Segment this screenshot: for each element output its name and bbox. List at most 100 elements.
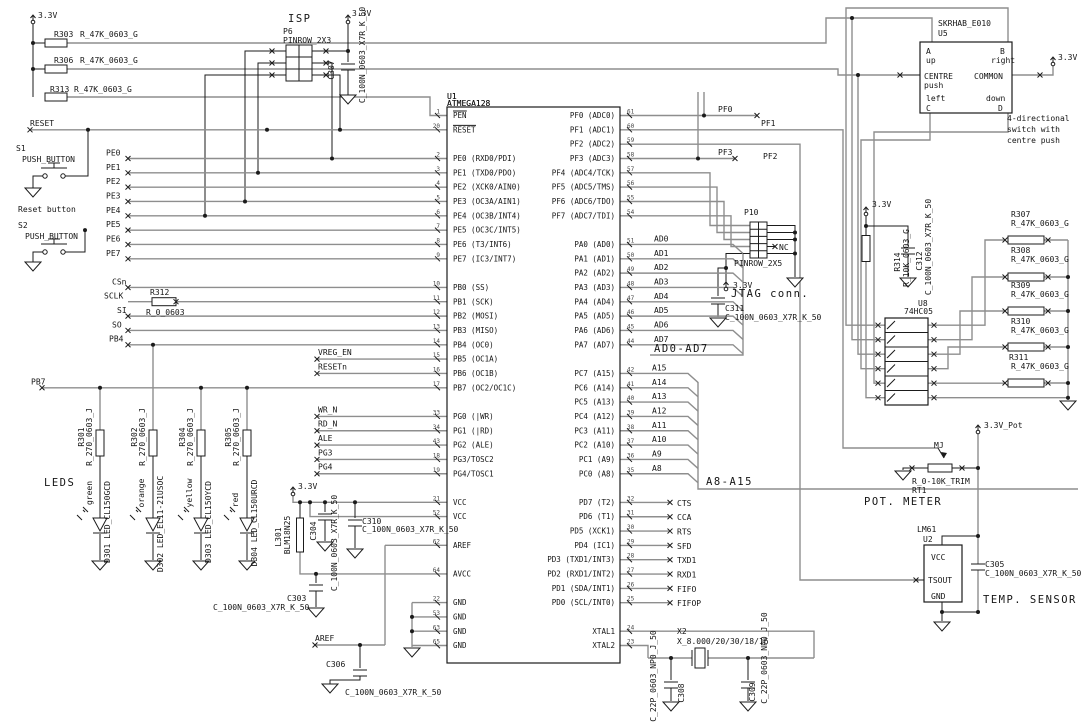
section-title: LEDS (44, 477, 75, 489)
net-label: 3.3V (1058, 53, 1077, 62)
pin-tick (434, 284, 441, 291)
net-label: PINROW_2X3 (283, 36, 331, 45)
ic-pin-name: PC4 (A12) (574, 412, 615, 421)
wire (67, 17, 933, 44)
wire (63, 129, 89, 177)
junction-dot (702, 113, 706, 118)
pin-end-mark (125, 341, 131, 348)
net-label: PF0 (718, 105, 733, 114)
ic-part: ATMEGA128 (447, 99, 491, 108)
gnd-symbol (708, 317, 728, 328)
net-label: R_47K_0603_G (80, 30, 138, 39)
ic-pin-name: PG2 (ALE) (453, 441, 494, 450)
net-label: SO (112, 320, 122, 329)
wire (620, 215, 750, 248)
net-label: SKRHAB_E010 (938, 19, 991, 28)
junction-dot (1066, 381, 1070, 385)
pin-number: 63 (433, 624, 441, 631)
pin-end-mark (323, 60, 329, 66)
ic-pin-name: PE6 (T3/INT6) (453, 240, 512, 249)
pin-end-mark (125, 169, 131, 176)
ic-pin-name: PD1 (SDA/INT1) (552, 584, 615, 593)
pin-number: 30 (627, 524, 635, 531)
pin-number: 47 (627, 295, 635, 302)
junction-dot (940, 610, 944, 614)
temp-sensor-box (923, 544, 963, 603)
pin-end-mark (269, 72, 275, 78)
net-label: GND (931, 592, 946, 601)
junction-dot (83, 228, 87, 233)
junction-dot (793, 237, 797, 242)
ic-pin-name: PE2 (XCK0/AIN0) (453, 183, 521, 192)
wire (620, 644, 649, 658)
component-value: yellow (185, 478, 194, 507)
junction-dot (793, 230, 797, 235)
pin-number: 49 (627, 266, 635, 273)
net-label: P10 (744, 208, 759, 217)
net-label: C310 (362, 517, 381, 526)
component-value: R_10K_0603_G (902, 229, 911, 287)
ic-pin-name: PE1 (TXD0/PDO) (453, 168, 516, 177)
pin-tick (626, 427, 633, 434)
net-label: R_47K_0603_G (1011, 362, 1069, 371)
component-value: D304 LED_CL150URCD (250, 479, 259, 566)
junction-dot (358, 643, 362, 647)
junction-dot (314, 571, 318, 576)
wire (851, 18, 885, 341)
pin-end-mark (39, 384, 45, 391)
pin-end-mark (125, 313, 131, 319)
component-value: R_270_0603_J (232, 408, 241, 466)
pin-number: 2 (436, 151, 440, 158)
pin-tick (626, 370, 633, 377)
net-label: U5 (938, 29, 948, 38)
resistor (196, 429, 206, 457)
net-label: LM61 (917, 525, 936, 534)
wire (717, 267, 726, 296)
ic-pin-name: PB6 (OC1B) (453, 369, 498, 378)
pin-tick (626, 571, 633, 577)
component-value: C_22P_0603_NP0_J_50 (760, 612, 769, 704)
junction-dot (793, 251, 797, 256)
pin-end-mark (1045, 237, 1051, 243)
pin-tick (434, 442, 441, 448)
pin-number: 37 (627, 438, 635, 445)
net-label: C311 (725, 304, 744, 313)
wire (67, 96, 447, 117)
pin-number: 35 (627, 467, 635, 474)
ic-pin-name: PD2 (RXD1/INT2) (547, 570, 615, 579)
pin-tick (626, 528, 633, 534)
pin-tick (626, 198, 633, 205)
pin-end-mark (931, 322, 937, 329)
net-label: AD7 (654, 335, 669, 344)
pin-number: 12 (433, 309, 441, 316)
pin-number: 31 (627, 510, 635, 517)
pin-number: 22 (433, 596, 441, 603)
resistor (44, 92, 68, 102)
ic-ref: U1 (447, 92, 457, 101)
net-label: R306 (54, 56, 73, 65)
pin-end-mark (125, 284, 131, 291)
net-label: PG3 (318, 448, 333, 457)
pin-end-mark (314, 442, 320, 448)
pin-end-mark (323, 48, 329, 54)
junction-dot (298, 500, 302, 505)
pin-end-mark (667, 599, 673, 606)
pin-end-mark (125, 241, 131, 248)
wire (620, 200, 750, 241)
pin-tick (434, 212, 441, 219)
wire (32, 175, 45, 188)
pin-end-mark (667, 499, 673, 506)
ad-bus-wire (620, 243, 744, 254)
ic-pin-name: PC2 (A10) (574, 441, 615, 450)
pin-end-mark (125, 255, 131, 262)
net-label: C_100N_0603_X7R_K_50 (725, 313, 822, 322)
net-label: A10 (652, 435, 667, 444)
pin-number: 60 (627, 123, 635, 130)
wire (620, 143, 916, 581)
pin-number: 58 (627, 151, 635, 158)
net-label: PE0 (106, 149, 121, 158)
pin-end-mark (125, 198, 131, 205)
pin-tick (434, 112, 441, 119)
pin-number: 59 (627, 137, 635, 144)
power-3v3-icon (1050, 61, 1056, 67)
